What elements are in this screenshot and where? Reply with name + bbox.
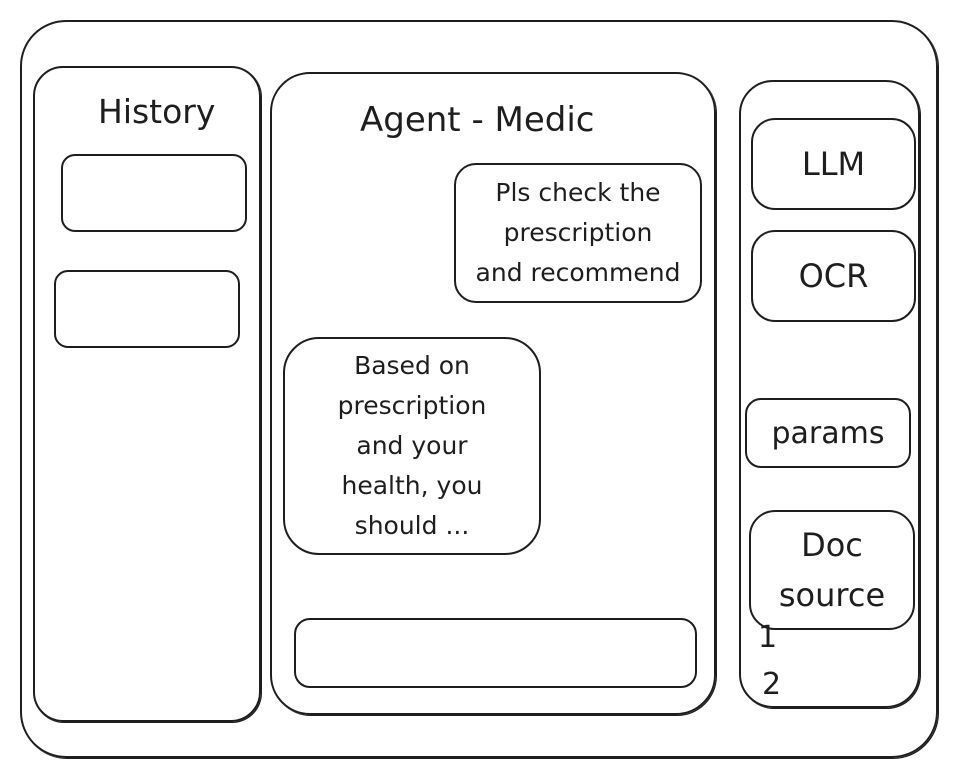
- tools-panel: [739, 80, 920, 708]
- history-title: History: [98, 92, 216, 131]
- llm-button[interactable]: LLM: [751, 118, 916, 210]
- chat-input[interactable]: [294, 618, 697, 688]
- ocr-button[interactable]: OCR: [751, 230, 916, 322]
- app-window: [20, 20, 938, 758]
- history-panel: [33, 66, 261, 722]
- history-item[interactable]: [54, 270, 240, 348]
- chat-panel: [270, 72, 716, 715]
- agent-message-bubble: Based on prescription and your health, y…: [283, 337, 541, 555]
- params-button[interactable]: params: [745, 398, 911, 468]
- doc-source-item[interactable]: 1: [758, 620, 778, 655]
- user-message-bubble: Pls check the prescription and recommend: [454, 163, 702, 303]
- chat-title: Agent - Medic: [360, 100, 595, 140]
- doc-source-item[interactable]: 2: [762, 667, 782, 702]
- history-item[interactable]: [61, 154, 247, 232]
- doc-source-panel[interactable]: Doc source: [749, 510, 915, 630]
